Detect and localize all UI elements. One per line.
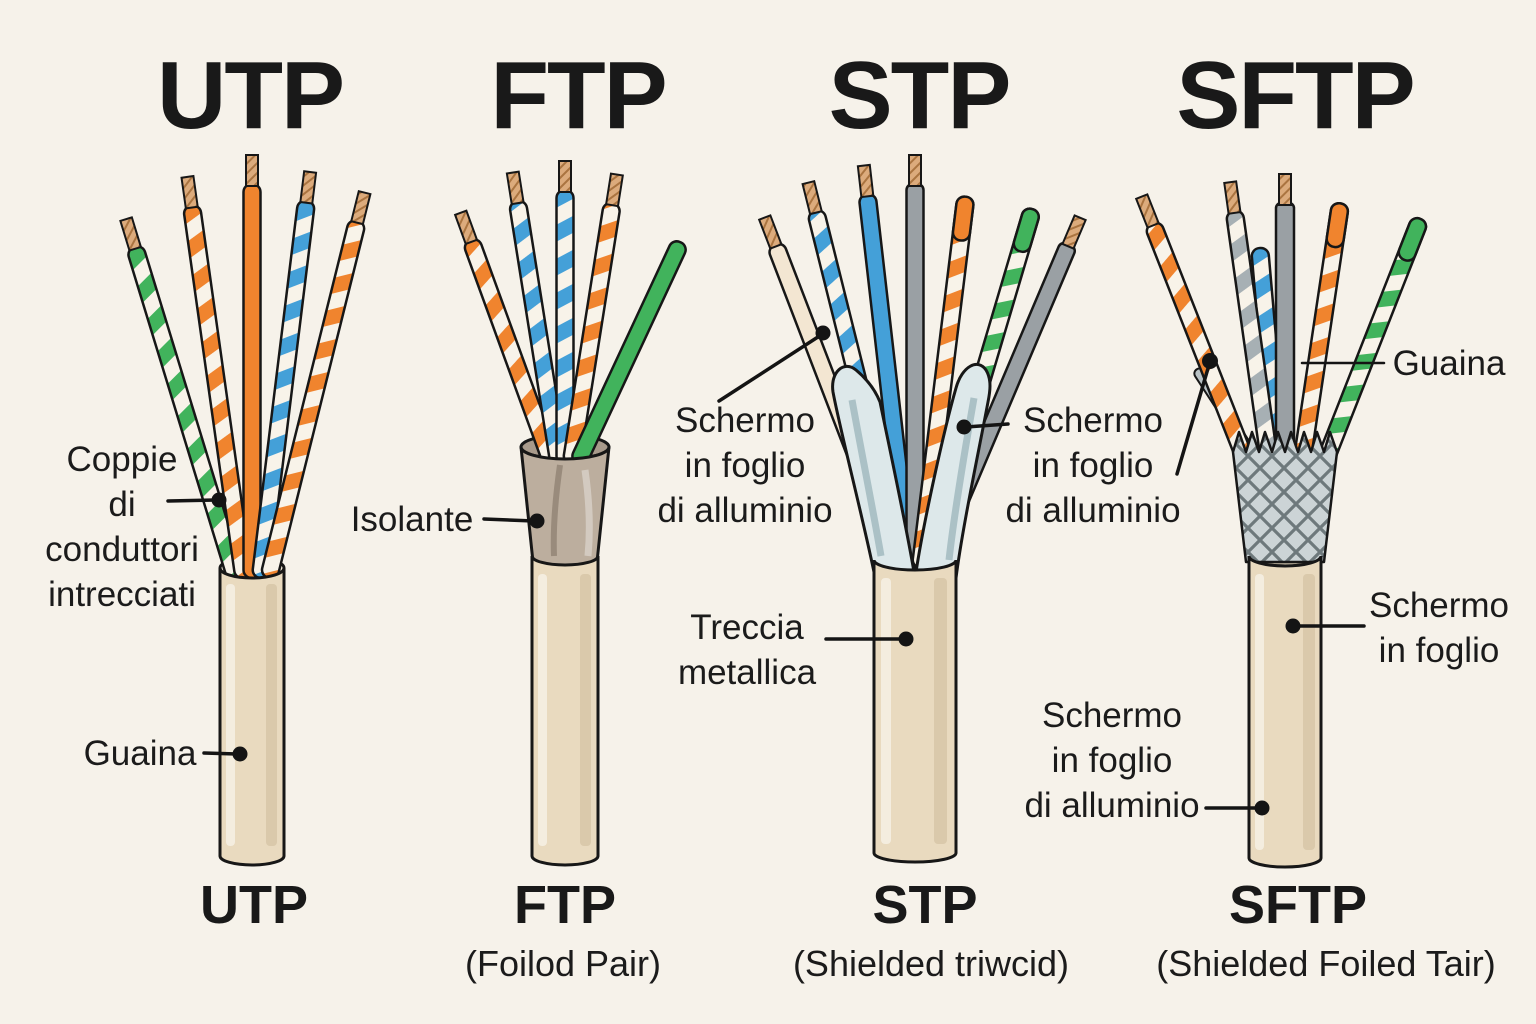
stp-title: STP	[828, 42, 1012, 149]
stp-foil-right-leader	[956, 353, 1218, 476]
ftp-isolante-leader	[482, 513, 545, 529]
leader-lines	[166, 325, 1386, 816]
stp-caption: STP	[872, 875, 978, 935]
utp-guaina-label: Guaina	[83, 734, 197, 773]
utp-guaina-leader	[202, 746, 248, 762]
utp-pairs-leader	[166, 492, 227, 508]
stp-foil-left-leader	[717, 325, 831, 403]
ftp-caption: FTP	[514, 875, 616, 935]
ftp-title: FTP	[490, 42, 667, 149]
sftp-foil-alu-label: Schermo in foglio di alluminio	[1024, 696, 1200, 825]
stp-foil-left-label: Schermo in foglio di alluminio	[657, 401, 833, 530]
utp-cable-illustration	[119, 154, 372, 867]
stp-cable-illustration	[757, 154, 1087, 864]
sftp-foil-label: Schermo in foglio	[1368, 586, 1510, 670]
stp-treccia-leader	[824, 631, 914, 647]
utp-title: UTP	[157, 42, 345, 149]
stp-subcaption: (Shielded triwcid)	[792, 943, 1070, 984]
sftp-foil-leader	[1285, 618, 1366, 634]
sftp-subcaption: (Shielded Foiled Tair)	[1156, 943, 1496, 984]
sftp-cable-illustration	[1134, 173, 1428, 869]
sftp-caption: SFTP	[1228, 875, 1367, 935]
stp-treccia-label: Treccia metallica	[677, 608, 817, 692]
utp-pairs-label: Coppie di conduttori intrecciati	[45, 440, 199, 614]
utp-caption: UTP	[200, 875, 308, 935]
ftp-subcaption: (Foilod Pair)	[464, 943, 662, 984]
ftp-isolante-label: Isolante	[350, 500, 474, 539]
stp-foil-right-label: Schermo in foglio di alluminio	[1005, 401, 1181, 530]
ftp-cable-illustration	[453, 160, 687, 867]
sftp-foil-alu-leader	[1204, 800, 1270, 816]
sftp-guaina-label: Guaina	[1392, 344, 1506, 383]
sftp-title: SFTP	[1176, 42, 1415, 149]
